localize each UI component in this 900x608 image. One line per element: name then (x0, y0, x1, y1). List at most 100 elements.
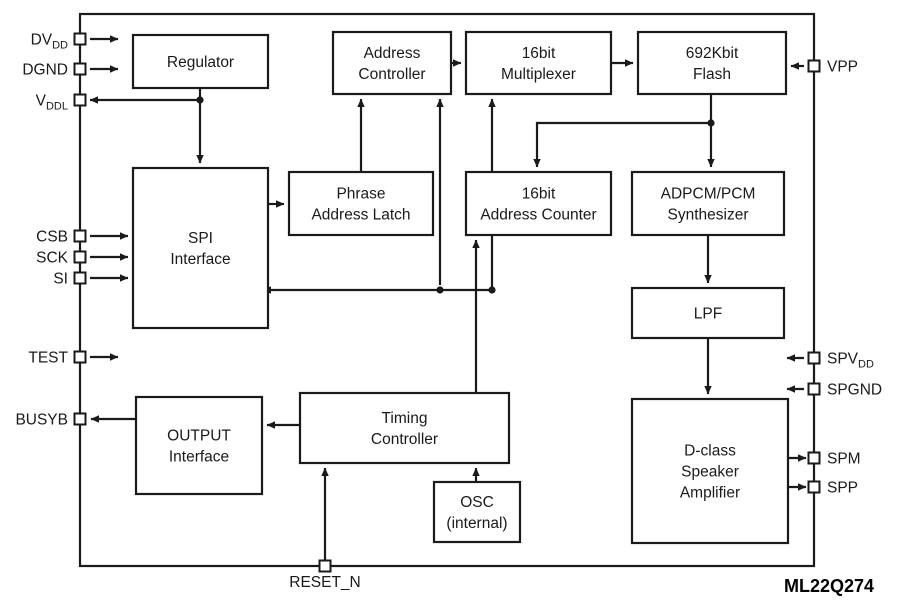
wire-layer (89, 35, 807, 566)
pin-name-spp: SPP (827, 480, 858, 497)
pin-name-sck: SCK (36, 250, 69, 267)
pin-dvdd[interactable]: DVDD (31, 32, 87, 52)
block-output-interface[interactable]: OUTPUT Interface (134, 395, 264, 496)
pin-label-test: TEST (28, 350, 68, 367)
pin-box-dgnd[interactable] (73, 62, 87, 76)
pin-si[interactable]: SI (53, 271, 87, 288)
pin-box-spgnd[interactable] (807, 382, 821, 396)
pin-sck[interactable]: SCK (36, 250, 87, 267)
pin-label-spm: SPM (827, 451, 861, 468)
wire-flash-to-address-counter (533, 121, 711, 168)
pin-name-si: SI (53, 271, 68, 288)
pin-name-vddl: V (36, 93, 47, 110)
pin-name-dvdd: DV (31, 32, 53, 49)
block-rect-lpf[interactable] (630, 286, 786, 340)
block-label-osc: OSC (460, 494, 494, 511)
pin-box-reset_n[interactable] (318, 559, 332, 573)
pin-csb[interactable]: CSB (36, 229, 87, 246)
block-rect-address-controller[interactable] (331, 30, 453, 96)
block-label-lpf: LPF (694, 306, 722, 323)
pin-label-reset_n: RESET_N (289, 574, 361, 591)
pin-spm[interactable]: SPM (807, 451, 861, 468)
pin-box-test[interactable] (73, 350, 87, 364)
pin-box-csb[interactable] (73, 229, 87, 243)
block-label-phrase-latch: Phrase (336, 186, 385, 203)
pin-vpp[interactable]: VPP (807, 59, 859, 76)
block-rect-timing-controller[interactable] (298, 391, 511, 465)
block-spi[interactable]: SPI Interface (131, 166, 270, 330)
block-rect-multiplexer[interactable] (464, 30, 613, 96)
pin-label-busyb: BUSYB (15, 412, 68, 429)
block-label-spi: SPI (188, 230, 213, 247)
block-label-address-counter: 16bit (522, 186, 556, 203)
pin-name-spgnd: SPGND (827, 382, 882, 399)
block-rect-phrase-latch[interactable] (287, 170, 435, 237)
part-number-label: ML22Q274 (784, 576, 874, 596)
block-label-address-counter: Address Counter (480, 207, 596, 224)
block-rect-adpcm[interactable] (630, 170, 786, 237)
block-label-output-interface: OUTPUT (167, 428, 231, 445)
block-label-flash: Flash (693, 66, 731, 83)
pin-label-vddl: VDDL (36, 93, 68, 113)
pin-spvdd[interactable]: SPVDD (807, 351, 874, 371)
block-rect-output-interface[interactable] (134, 395, 264, 496)
block-rect-regulator[interactable] (131, 33, 270, 90)
block-regulator[interactable]: Regulator (131, 33, 270, 90)
pin-name-reset_n: RESET_N (289, 574, 361, 591)
pin-box-si[interactable] (73, 271, 87, 285)
block-label-d-class-amp: D-class (684, 443, 736, 460)
junction-feedback-b (488, 286, 496, 294)
pin-label-spvdd: SPVDD (827, 351, 874, 371)
block-lpf[interactable]: LPF (630, 286, 786, 340)
pin-box-sck[interactable] (73, 250, 87, 264)
block-label-d-class-amp: Amplifier (680, 485, 740, 502)
pin-subscript-dvdd: DD (52, 40, 68, 52)
pin-layer: DVDDDGNDVDDLCSBSCKSITESTBUSYBVPPSPVDDSPG… (15, 32, 882, 592)
block-label-multiplexer: 16bit (522, 45, 556, 62)
pin-box-busyb[interactable] (73, 412, 87, 426)
pin-box-spm[interactable] (807, 451, 821, 465)
pin-test[interactable]: TEST (28, 350, 87, 367)
block-label-output-interface: Interface (169, 449, 229, 466)
block-rect-flash[interactable] (636, 30, 788, 96)
pin-busyb[interactable]: BUSYB (15, 412, 87, 429)
block-rect-address-counter[interactable] (464, 170, 613, 237)
pin-box-vddl[interactable] (73, 93, 87, 107)
pin-box-spvdd[interactable] (807, 351, 821, 365)
pin-box-spp[interactable] (807, 480, 821, 494)
pin-vddl[interactable]: VDDL (36, 93, 87, 113)
block-label-phrase-latch: Address Latch (311, 207, 410, 224)
pin-spgnd[interactable]: SPGND (807, 382, 883, 399)
junction-feedback-a (436, 286, 444, 294)
pin-name-dgnd: DGND (22, 62, 68, 79)
pin-subscript-spvdd: DD (858, 359, 874, 371)
pin-reset_n[interactable]: RESET_N (289, 559, 361, 592)
block-label-multiplexer: Multiplexer (501, 66, 576, 83)
block-rect-d-class-amp[interactable] (630, 397, 790, 545)
block-label-regulator: Regulator (167, 54, 234, 71)
block-rect-spi[interactable] (131, 166, 270, 330)
pin-spp[interactable]: SPP (807, 480, 859, 497)
pin-label-dvdd: DVDD (31, 32, 68, 52)
block-rect-osc[interactable] (432, 480, 522, 544)
block-layer: RegulatorAddressController16bitMultiplex… (131, 30, 790, 545)
block-label-spi: Interface (170, 251, 230, 268)
pin-box-dvdd[interactable] (73, 32, 87, 46)
pin-box-vpp[interactable] (807, 59, 821, 73)
pin-label-sck: SCK (36, 250, 69, 267)
block-label-timing-controller: Timing (382, 410, 428, 427)
pin-dgnd[interactable]: DGND (22, 62, 87, 79)
block-label-osc: (internal) (446, 515, 507, 532)
pin-name-busyb: BUSYB (15, 412, 68, 429)
block-label-d-class-amp: Speaker (681, 464, 739, 481)
block-osc[interactable]: OSC (internal) (432, 480, 522, 544)
